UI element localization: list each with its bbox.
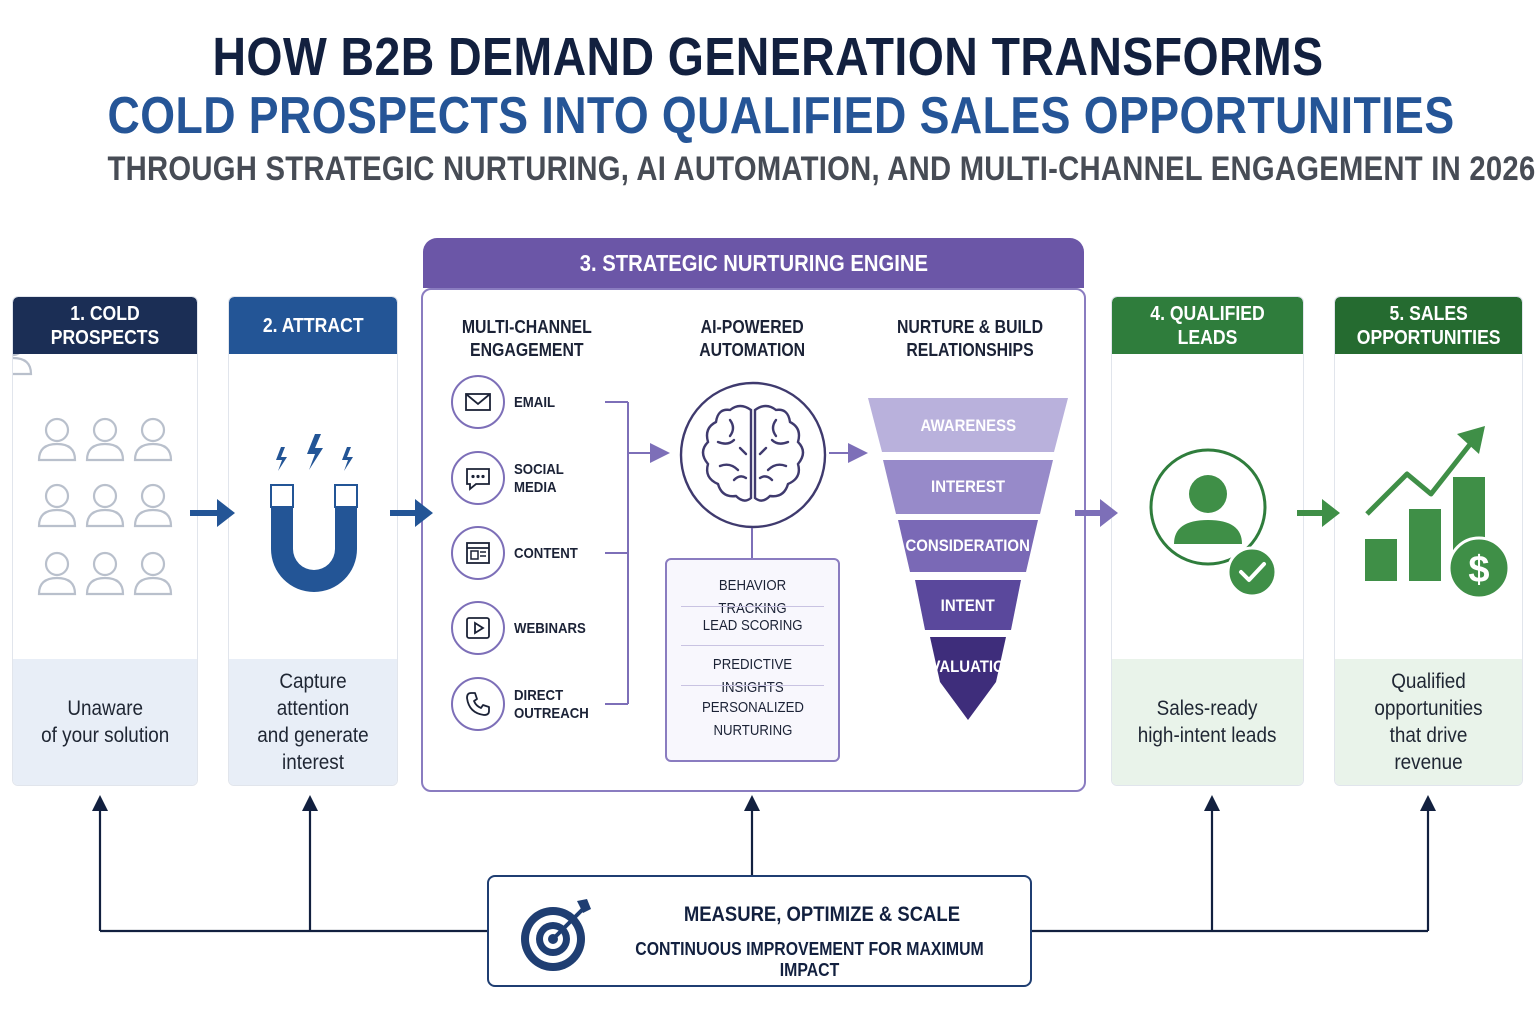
growth-chart-dollar-icon: $ [1335,354,1522,659]
engine-header: 3. STRATEGIC NURTURING ENGINE [423,238,1084,288]
channel-label: EMAIL [514,394,556,411]
measure-title: MEASURE, OPTIMIZE & SCALE [683,903,960,926]
channel-content: CONTENT [451,526,611,582]
stage-sales-opportunities: 5. SALES OPPORTUNITIES $ Qualified oppor… [1334,296,1523,786]
measure-optimize-panel: MEASURE, OPTIMIZE & SCALE CONTINUOUS IMP… [487,875,1032,987]
measure-subtitle: CONTINUOUS IMPROVEMENT FOR MAXIMUM IMPAC… [635,939,984,980]
funnel-label-evaluation: EVALUATION [920,657,1016,676]
channel-webinars: WEBINARS [451,601,611,657]
funnel-label-interest: INTEREST [931,477,1005,496]
envelope-icon [451,375,505,429]
stage-cold-prospects-header: 1. COLD PROSPECTS [13,297,197,354]
ai-feature-personalized-nurturing: PERSONALIZED NURTURING [701,699,804,739]
stage-attract-description: Capture attention and generate interest [229,659,397,785]
ai-title: AI-POWERED AUTOMATION [699,317,805,360]
stage-attract: 2. ATTRACT Capture attention and generat… [228,296,398,786]
page-tagline: THROUGH STRATEGIC NURTURING, AI AUTOMATI… [107,150,1536,188]
channel-direct-outreach: DIRECT OUTREACH [451,677,611,733]
chat-bubble-icon [451,451,505,505]
funnel-label-intent: INTENT [940,596,996,615]
funnel-label-consideration: CONSIDERATION [905,536,1031,555]
stage-sales-opportunities-description: Qualified opportunities that drive reven… [1335,659,1522,785]
channel-label: CONTENT [514,545,578,562]
stage-attract-header: 2. ATTRACT [229,297,397,354]
magnet-icon [229,354,397,659]
page-title: HOW B2B DEMAND GENERATION TRANSFORMS [212,27,1324,87]
verified-user-icon [1112,354,1303,659]
channel-label: DIRECT OUTREACH [514,687,589,722]
phone-icon [451,677,505,731]
play-icon [451,601,505,655]
svg-text:$: $ [1468,549,1489,591]
page-subtitle: COLD PROSPECTS INTO QUALIFIED SALES OPPO… [107,87,1455,145]
target-arrow-icon [521,899,591,971]
ai-feature-predictive-insights: PREDICTIVE INSIGHTS [712,656,793,696]
channel-social-media: SOCIAL MEDIA [451,451,611,507]
stage-qualified-leads: 4. QUALIFIED LEADS Sales-ready high-inte… [1111,296,1304,786]
channel-label: WEBINARS [514,620,586,637]
people-grid-icon [13,331,197,659]
ai-feature-behavior-tracking: BEHAVIOR TRACKING [718,577,787,617]
nurture-title: NURTURE & BUILD RELATIONSHIPS [896,317,1044,360]
funnel-label-awareness: AWARENESS [920,416,1016,435]
channel-email: EMAIL [451,375,611,431]
document-icon [451,526,505,580]
stage-cold-prospects: 1. COLD PROSPECTS Unaware of your soluti… [12,296,198,786]
stage-sales-opportunities-header: 5. SALES OPPORTUNITIES [1335,297,1522,354]
stage-qualified-leads-description: Sales-ready high-intent leads [1112,659,1303,785]
stage-cold-prospects-description: Unaware of your solution [13,659,197,785]
channels-title: MULTI-CHANNEL ENGAGEMENT [462,317,592,360]
stage-qualified-leads-header: 4. QUALIFIED LEADS [1112,297,1303,354]
ai-feature-lead-scoring: LEAD SCORING [702,617,803,634]
channel-label: SOCIAL MEDIA [514,461,564,496]
ai-features-panel: BEHAVIOR TRACKING LEAD SCORING PREDICTIV… [665,558,840,762]
